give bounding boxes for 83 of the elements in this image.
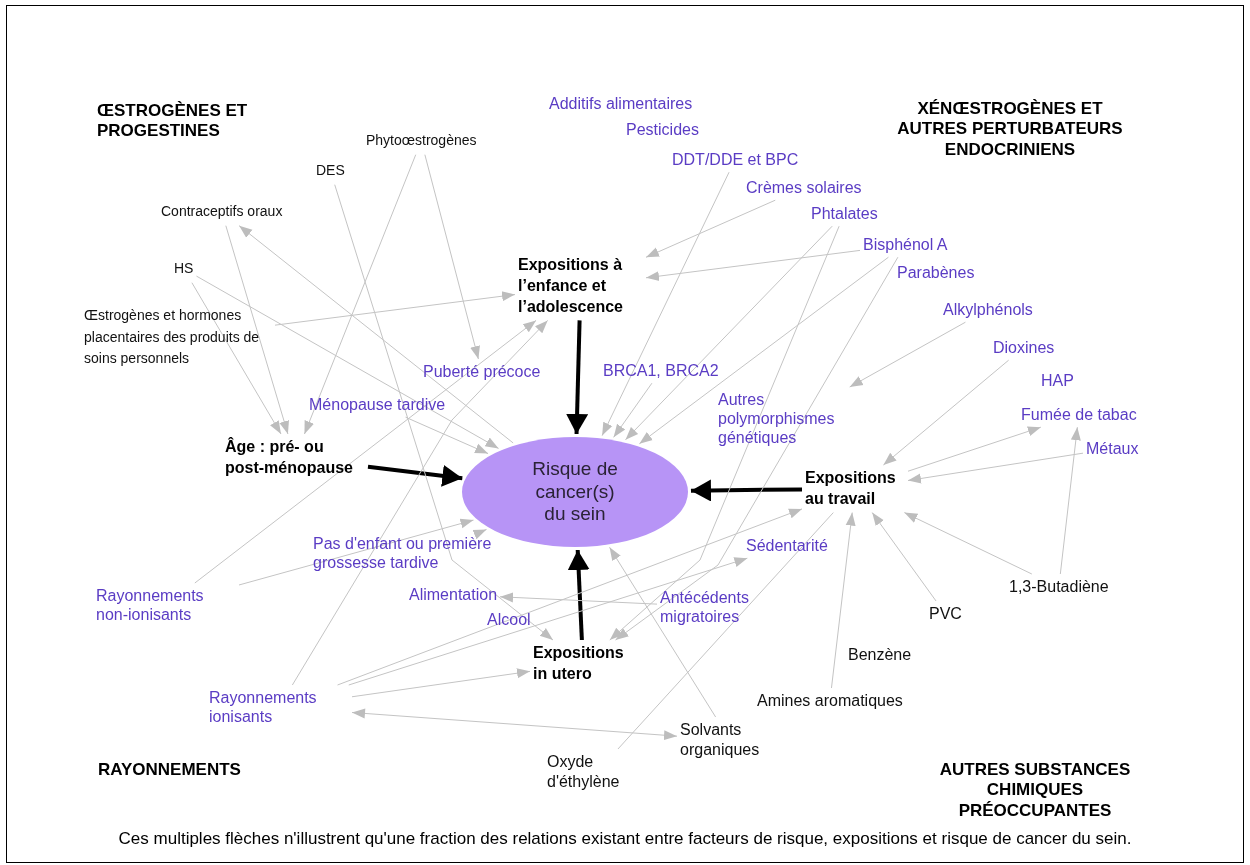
arrow	[351, 668, 531, 698]
factor-label: BRCA1, BRCA2	[603, 361, 719, 381]
factor-label: Métaux	[1086, 439, 1139, 459]
caption-text: Ces multiples flèches n'illustrent qu'une fraction des relations existant entre facteurs de risque, expositions et risque de cancer du sein.	[117, 829, 1133, 850]
factor-label: Alkylphénols	[943, 300, 1033, 320]
factor-label: Additifs alimentaires	[549, 94, 693, 114]
factor-label: Parabènes	[897, 263, 975, 283]
arrow	[337, 508, 803, 686]
factor-label: Amines aromatiques	[757, 691, 903, 711]
factor-label: HAP	[1041, 371, 1074, 391]
category-heading: RAYONNEMENTS	[98, 760, 241, 781]
arrow	[601, 171, 730, 437]
factor-label: Fumée de tabac	[1021, 405, 1137, 425]
arrow	[903, 512, 1033, 575]
category-heading: AUTRES SUBSTANCES CHIMIQUES PRÉOCCUPANTES	[938, 760, 1132, 822]
factor-label: Phtalates	[811, 204, 878, 224]
factor-label: Crèmes solaires	[746, 178, 862, 198]
exposure-label: Expositions au travail	[805, 468, 905, 510]
arrow	[367, 464, 463, 487]
exposure-label: Expositions in utero	[533, 643, 633, 685]
arrow	[195, 275, 500, 449]
risk-label: Risque de cancer(s) du sein	[531, 457, 619, 527]
arrow	[274, 291, 516, 326]
arrow	[238, 225, 514, 444]
arrow	[613, 382, 653, 438]
factor-label: Ménopause tardive	[309, 395, 446, 415]
factor-label: Rayonnements non-ionisants	[96, 586, 236, 625]
arrow	[609, 225, 840, 641]
factor-label: DES	[316, 160, 345, 182]
factor-label: Rayonnements ionisants	[209, 688, 349, 727]
factor-label: Œstrogènes et hormones placentaires des produits de soins personnels	[84, 305, 272, 371]
arrow	[304, 154, 417, 435]
factor-label: Antécédents migratoires	[660, 588, 785, 627]
factor-label: Solvants organiques	[680, 720, 780, 760]
factor-label: Phytoœstrogènes	[366, 130, 477, 152]
factor-label: Alcool	[487, 610, 531, 630]
arrow	[871, 512, 937, 602]
factor-label: Bisphénol A	[863, 235, 948, 255]
arrow	[830, 512, 856, 689]
factor-label: Alimentation	[409, 585, 498, 605]
factor-label: Pas d'enfant ou première grossesse tardive	[313, 534, 548, 573]
factor-label: 1,3-Butadiène	[1009, 577, 1109, 597]
arrow	[638, 256, 889, 445]
arrow	[690, 479, 803, 502]
factor-label: Puberté précoce	[423, 362, 541, 382]
arrow	[291, 319, 549, 686]
arrow	[882, 359, 1010, 466]
exposure-label: Âge : pré- ou post-ménopause	[225, 437, 365, 479]
factor-label: Oxyde d'éthylène	[547, 752, 647, 792]
factor-label: Pesticides	[626, 120, 699, 140]
category-heading: XÉNŒSTROGÈNES ET AUTRES PERTURBATEURS ENDOCRINIENS	[896, 99, 1124, 161]
arrow	[194, 319, 537, 584]
factor-label: Benzène	[848, 645, 912, 665]
arrow	[609, 546, 717, 718]
arrow	[907, 426, 1042, 472]
arrow	[472, 529, 487, 540]
factor-label: Contraceptifs oraux	[161, 201, 283, 223]
arrow	[424, 154, 480, 360]
arrow	[645, 249, 861, 282]
arrow	[334, 184, 554, 641]
arrow	[907, 452, 1084, 484]
arrow	[405, 416, 489, 455]
arrow	[348, 557, 748, 686]
arrow	[567, 549, 590, 641]
exposure-label: Expositions à l’enfance et l’adolescence	[518, 255, 643, 318]
arrow	[645, 199, 776, 258]
arrow	[238, 518, 474, 586]
arrow	[351, 708, 678, 741]
factor-label: DDT/DDE et BPC	[672, 150, 799, 170]
factor-label: Sédentarité	[746, 536, 828, 556]
arrow	[499, 592, 658, 605]
arrow	[625, 225, 833, 441]
factor-label: HS	[174, 258, 194, 280]
category-heading: ŒSTROGÈNES ET PROGESTINES	[97, 101, 249, 142]
factor-label: Dioxines	[993, 338, 1055, 358]
arrow	[849, 321, 966, 388]
factor-label: Autres polymorphismes génétiques	[718, 390, 868, 448]
factor-label: PVC	[929, 604, 962, 624]
arrow	[225, 225, 289, 435]
arrow	[566, 320, 589, 435]
arrow	[1059, 426, 1081, 575]
arrow	[191, 282, 282, 435]
arrow	[615, 256, 899, 641]
